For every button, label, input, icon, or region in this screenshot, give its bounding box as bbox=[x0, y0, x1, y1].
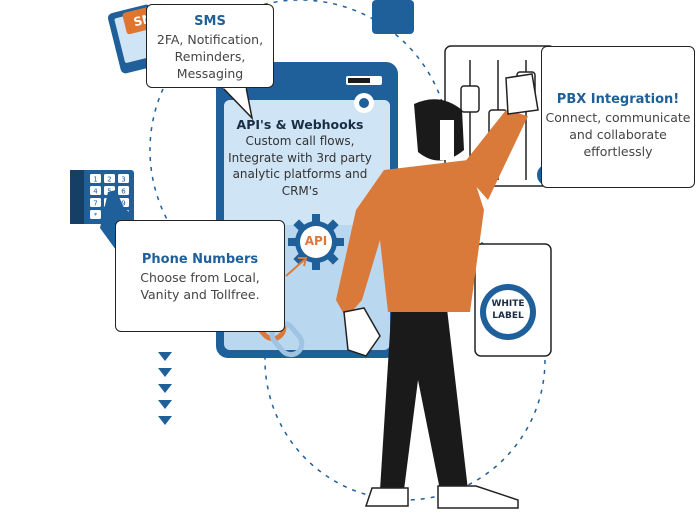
api-desc-line-1: Custom call flows, bbox=[245, 134, 355, 148]
person-figure bbox=[336, 73, 539, 509]
api-gear-icon bbox=[288, 214, 344, 270]
api-arrow bbox=[285, 259, 305, 277]
sms-desc-line-1: 2FA, Notification, bbox=[156, 32, 264, 47]
keypad-key bbox=[118, 186, 129, 195]
keypad-key bbox=[104, 174, 115, 183]
keypad-key-label: 5 bbox=[107, 188, 111, 196]
keypad-key bbox=[90, 210, 101, 219]
phone-desc-line-1: Choose from Local, bbox=[140, 270, 260, 285]
keypad-key-label: 3 bbox=[121, 176, 125, 184]
keypad-icon: 123456789*0# bbox=[70, 170, 138, 250]
api-desc-line-4: CRM's bbox=[281, 183, 319, 198]
sms-card: SMS 2FA, Notification, Reminders, Messag… bbox=[146, 4, 274, 88]
keypad-key bbox=[90, 198, 101, 207]
white-label-line-1: WHITE bbox=[491, 299, 525, 309]
phone-numbers-card: Phone Numbers Choose from Local, Vanity … bbox=[115, 220, 285, 332]
keypad-key-label: 9 bbox=[121, 200, 125, 208]
sms-title: SMS bbox=[194, 14, 226, 29]
api-desc-line-2: Integrate with 3rd party bbox=[228, 150, 372, 165]
phone-title: Phone Numbers bbox=[141, 252, 259, 267]
pbx-desc-line-2: and collaborate bbox=[569, 127, 667, 142]
white-label-text: WHITE LABEL bbox=[486, 298, 530, 322]
keypad-key-label: 7 bbox=[93, 200, 97, 208]
white-label-panel bbox=[474, 243, 552, 357]
down-arrows-icon bbox=[158, 352, 172, 425]
api-title: API's & Webhooks bbox=[236, 117, 364, 132]
sms-desc-line-3: Messaging bbox=[176, 66, 244, 81]
white-label-line-2: LABEL bbox=[492, 311, 524, 321]
keypad-key-label: 4 bbox=[93, 188, 98, 196]
orbit-dashed-bottom bbox=[264, 219, 546, 501]
keypad-key bbox=[90, 186, 101, 195]
keypad-key bbox=[90, 174, 101, 183]
pbx-desc-line-3: effortlessly bbox=[583, 144, 653, 159]
keypad-key-label: 2 bbox=[107, 176, 111, 184]
api-gear-label: API bbox=[304, 234, 328, 248]
phone-desc-line-2: Vanity and Tollfree. bbox=[140, 287, 260, 302]
pbx-integration-card: PBX Integration! Connect, communicate an… bbox=[541, 46, 695, 188]
api-webhooks-text: API's & Webhooks Custom call flows, Inte… bbox=[226, 116, 374, 199]
keypad-key-label: * bbox=[94, 212, 98, 220]
api-desc-line-3: analytic platforms and bbox=[232, 167, 368, 181]
pbx-title: PBX Integration! bbox=[556, 92, 680, 107]
keypad-key-label: 1 bbox=[93, 176, 97, 184]
pbx-desc-line-1: Connect, communicate bbox=[545, 110, 691, 125]
keypad-key-label: 6 bbox=[121, 188, 126, 196]
keypad-key bbox=[118, 174, 129, 183]
square-accent bbox=[372, 0, 414, 34]
sms-desc-line-2: Reminders, bbox=[174, 49, 246, 64]
